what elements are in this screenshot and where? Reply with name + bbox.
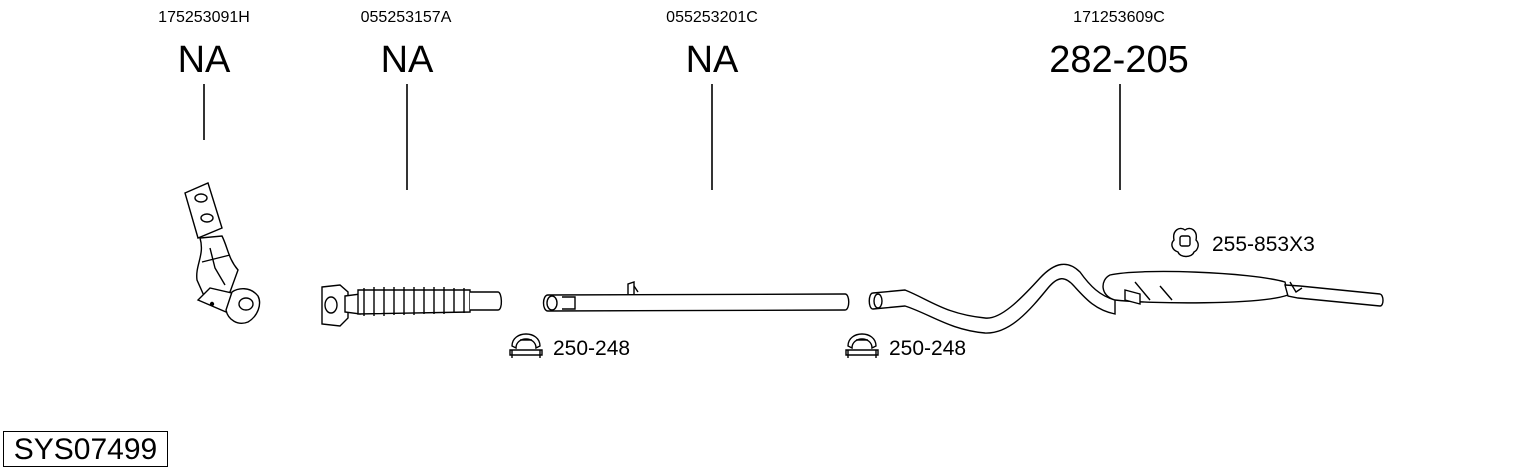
part-3-code[interactable]: NA bbox=[685, 39, 739, 81]
clamp-2-label[interactable]: 250-248 bbox=[889, 337, 967, 360]
clamp-1-label[interactable]: 250-248 bbox=[553, 337, 631, 360]
rear-silencer-icon[interactable] bbox=[868, 263, 1384, 334]
hanger-label[interactable]: 255-853X3 bbox=[1212, 233, 1315, 256]
part-4-code[interactable]: 282-205 bbox=[1049, 39, 1189, 81]
clamp-icon[interactable] bbox=[509, 333, 543, 358]
rubber-hanger-icon[interactable] bbox=[1171, 227, 1199, 258]
part-3-oem-number: 055253201C bbox=[666, 9, 758, 26]
part-4-oem-number: 171253609C bbox=[1073, 9, 1165, 26]
part-1-oem-number: 175253091H bbox=[158, 9, 250, 26]
intermediate-pipe-icon[interactable] bbox=[542, 281, 850, 312]
part-2-oem-number: 055253157A bbox=[360, 9, 452, 26]
flexible-pipe-icon[interactable] bbox=[321, 284, 503, 327]
part-1-code[interactable]: NA bbox=[177, 39, 231, 81]
catalytic-converter-icon[interactable] bbox=[184, 182, 261, 324]
part-2-code[interactable]: NA bbox=[380, 39, 434, 81]
clamp-icon[interactable] bbox=[845, 333, 879, 358]
system-id-box: SYS07499 bbox=[3, 431, 168, 467]
